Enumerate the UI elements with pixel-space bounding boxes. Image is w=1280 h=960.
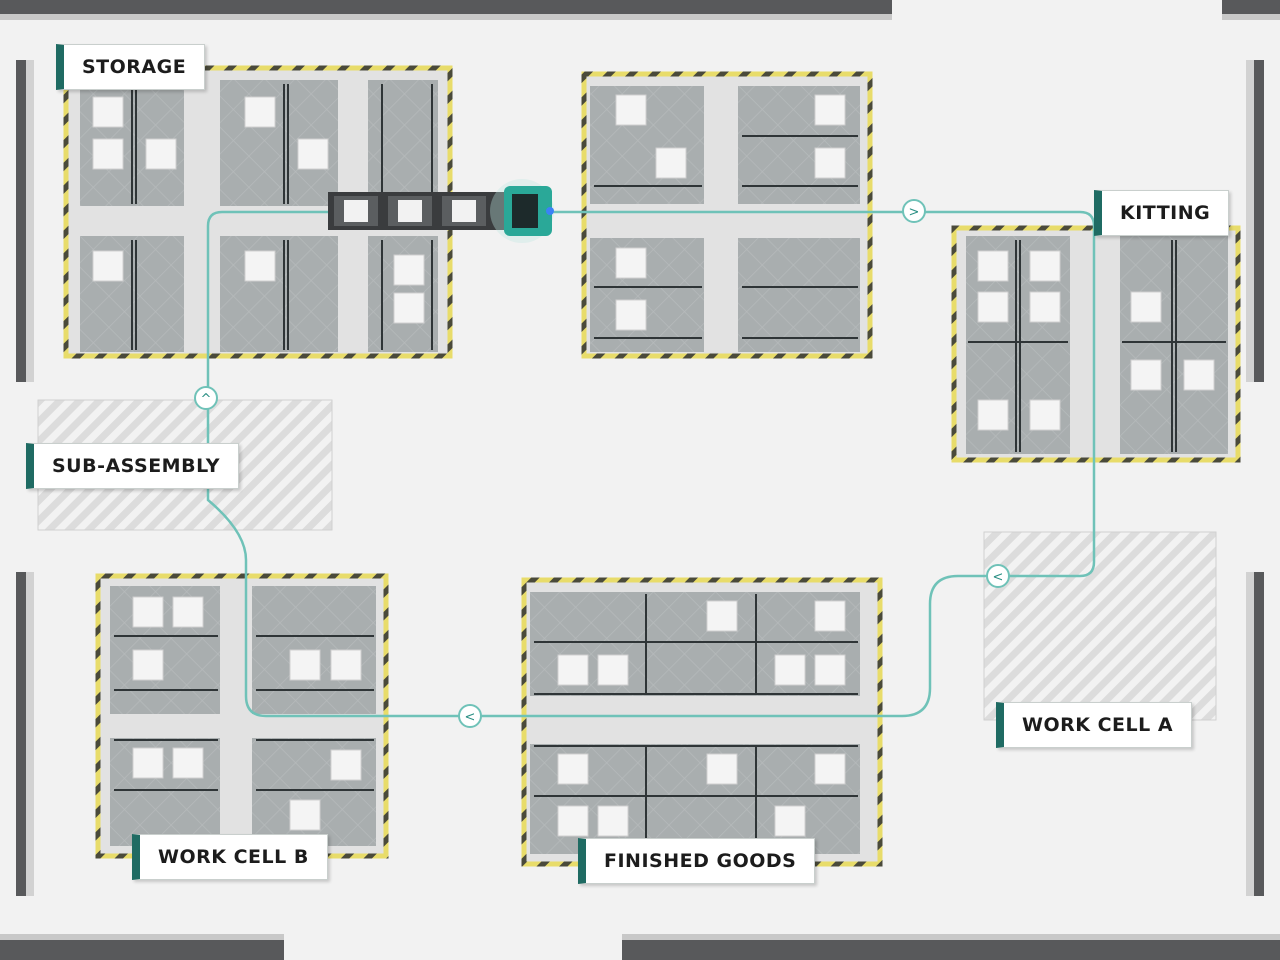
zone-label-finished-goods: FINISHED GOODS <box>578 838 816 884</box>
kitting-racks <box>966 236 1228 454</box>
work-cell-b-racks <box>110 586 376 846</box>
route-marker-glyph: > <box>909 205 920 220</box>
zone-label-sub-assembly: SUB-ASSEMBLY <box>26 443 239 489</box>
route-marker-north: ^ <box>194 386 218 410</box>
direction-arrow-icon <box>902 199 926 223</box>
storage-racks <box>80 80 438 352</box>
robot-train <box>328 179 554 243</box>
direction-arrow-icon <box>458 704 482 728</box>
route-marker-glyph: ^ <box>201 392 212 407</box>
zone-label-work-cell-a: WORK CELL A <box>996 702 1193 748</box>
zone-label-kitting: KITTING <box>1094 190 1230 236</box>
cart-icon <box>334 196 378 226</box>
cart-icon <box>442 196 486 226</box>
work-cell-a-area <box>983 531 1217 721</box>
route-marker-glyph: < <box>993 570 1004 585</box>
direction-arrow-icon <box>194 386 218 410</box>
zone-label-storage: STORAGE <box>56 44 206 90</box>
direction-arrow-icon <box>986 564 1010 588</box>
robot-route-path <box>206 210 1096 718</box>
zone-label-work-cell-b: WORK CELL B <box>132 834 328 880</box>
route-marker-west-a: < <box>986 564 1010 588</box>
route-marker-east: > <box>902 199 926 223</box>
top-middle-racks <box>590 86 860 352</box>
amr-robot-icon <box>504 186 554 236</box>
cart-icon <box>388 196 432 226</box>
route-marker-west-b: < <box>458 704 482 728</box>
route-marker-glyph: < <box>465 710 476 725</box>
finished-goods-racks <box>530 592 860 854</box>
